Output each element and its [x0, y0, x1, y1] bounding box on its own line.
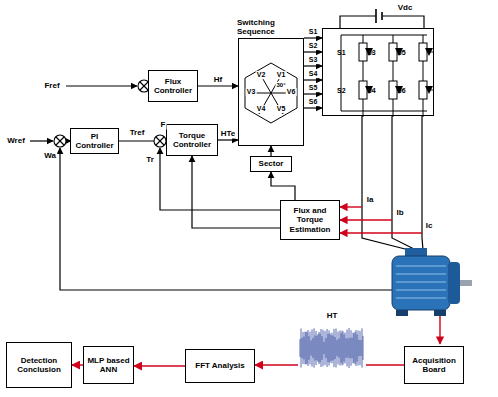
motor-illustration	[392, 248, 472, 316]
box-text-group: Torque Controller	[167, 131, 217, 149]
edge-label: S6	[308, 98, 319, 106]
connector-arrow	[304, 65, 322, 66]
edge-label: HTe	[220, 130, 237, 139]
connector-arrow	[218, 139, 238, 140]
signal-label: V1	[276, 71, 287, 79]
edge-label: S3	[308, 56, 319, 64]
edge-label: S2	[308, 42, 319, 50]
acquisition-box: Acquisition Board	[404, 346, 464, 384]
box-label: Flux Controller	[149, 77, 197, 95]
connector-arrow	[270, 146, 271, 156]
sector-box: Sector	[250, 156, 292, 172]
signal-label: V2	[256, 71, 267, 79]
connector-arrow	[304, 37, 322, 38]
inverter-bridge	[323, 29, 435, 117]
flux-controller: Flux Controller	[148, 70, 198, 102]
box-label: PI Controller	[71, 132, 118, 150]
connector-arrow	[72, 364, 83, 366]
edge-label: S1	[308, 28, 319, 36]
edge-label: S5	[308, 84, 319, 92]
signal-label: Ia	[366, 196, 375, 205]
harmonic-signal	[298, 324, 366, 372]
connector-arrow	[304, 79, 322, 80]
edge-label: Hf	[213, 76, 223, 85]
signal-label: Fref	[43, 82, 60, 91]
signal-label: Wref	[6, 137, 26, 146]
edge-label: S4	[308, 70, 319, 78]
signal-label: V6	[286, 88, 297, 96]
switch-label: S6	[397, 87, 406, 95]
signal-label: Tr	[145, 156, 155, 165]
connector-arrow	[271, 172, 295, 200]
connector-arrow	[198, 85, 238, 86]
switch-label: S3	[367, 49, 376, 57]
box-label: Detection Conclusion	[7, 356, 71, 374]
box-text-group: Flux Controller	[149, 77, 197, 95]
signal-label: Ic	[425, 222, 434, 231]
signal-label: V5	[276, 105, 287, 113]
ann-box: MLP based ANN	[83, 346, 134, 384]
box-text-group: Detection Conclusion	[7, 356, 71, 374]
box-label: Sector	[259, 159, 284, 168]
box-text-group: MLP based ANN	[84, 356, 133, 374]
fft-box: FFT Analysis	[185, 349, 255, 383]
torque-controller: Torque Controller	[166, 124, 218, 156]
signal-label: V3	[246, 88, 257, 96]
box-label: Flux and Torque Estimation	[281, 206, 339, 234]
box-text-group: FFT Analysis	[195, 361, 245, 370]
connector-arrow	[304, 51, 322, 52]
signal-label: Vdc	[397, 4, 414, 13]
pi-controller: PI Controller	[70, 128, 119, 154]
signal-label: HT	[326, 312, 339, 321]
box-label: Torque Controller	[167, 131, 217, 149]
box-text-group: Sector	[259, 159, 284, 168]
box-text-group: PI Controller	[71, 132, 118, 150]
signal-label: Wa	[43, 152, 57, 161]
switch-label: S5	[397, 49, 406, 57]
connector-arrow	[304, 93, 322, 94]
connector-arrow	[304, 107, 322, 108]
box-label: FFT Analysis	[195, 361, 245, 370]
signal-label: 30°	[275, 82, 286, 89]
switch-label: S4	[367, 87, 376, 95]
inverter-box: S1 S3 S5S2 S4 S6	[322, 28, 434, 116]
box-label: Acquisition Board	[405, 356, 463, 374]
switch-label: S2	[337, 87, 346, 95]
connector-arrow	[134, 365, 185, 367]
conclusion-box: Detection Conclusion	[6, 342, 72, 388]
block-heading: Switching Sequence	[237, 18, 299, 36]
signal-label: V4	[256, 105, 267, 113]
signal-label: F	[160, 121, 167, 130]
signal-label: Tref	[129, 129, 146, 138]
box-label: MLP based ANN	[84, 356, 133, 374]
signal-wire	[30, 9, 424, 290]
box-text-group: Acquisition Board	[405, 356, 463, 374]
signal-label: Ib	[395, 209, 404, 218]
switch-label: S1	[337, 49, 346, 57]
estimator-box: Flux and Torque Estimation	[280, 200, 340, 240]
box-text-group: Flux and Torque Estimation	[281, 206, 339, 234]
